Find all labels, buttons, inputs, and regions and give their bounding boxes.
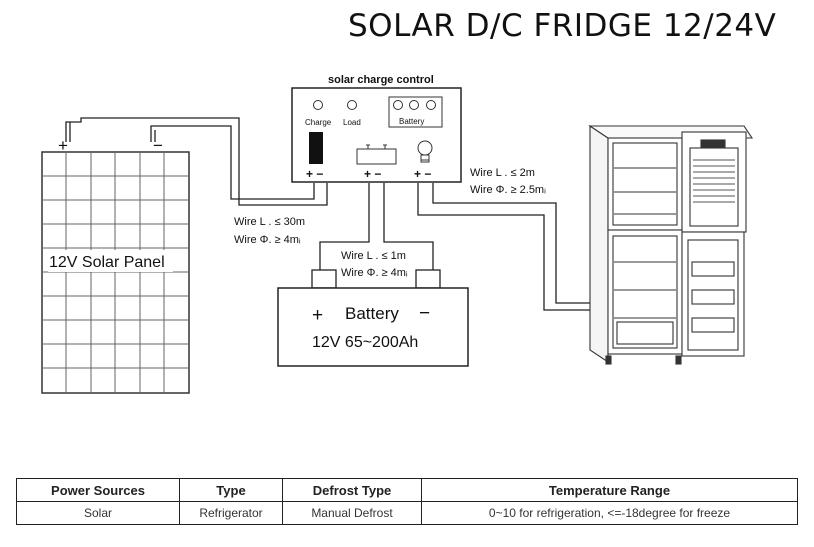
battery-unit: + Battery − 12V 65~200Ah — [277, 269, 469, 367]
battery-spec: 12V 65~200Ah — [312, 334, 418, 351]
battery-led-1-icon — [393, 100, 403, 110]
terminal-load: + − — [414, 167, 431, 181]
page-title: SOLAR D/C FRIDGE 12/24V — [348, 8, 777, 44]
light-bulb-icon — [417, 140, 433, 163]
header-defrost-type: Defrost Type — [282, 478, 422, 502]
fridge-wire-length: Wire L . ≤ 2m — [470, 167, 535, 179]
battery-wires — [319, 183, 434, 270]
cell-type: Refrigerator — [179, 501, 283, 525]
battery-led-label: Battery — [399, 117, 424, 126]
charge-label: Charge — [305, 118, 332, 127]
battery-label: Battery — [345, 304, 399, 323]
fridge-illustration — [588, 124, 754, 365]
battery-output-icon — [356, 144, 397, 165]
header-power-sources: Power Sources — [16, 478, 180, 502]
panel-wire-length: Wire L . ≤ 30m — [234, 216, 305, 228]
cell-power-source: Solar — [16, 501, 180, 525]
battery-minus-mark: − — [419, 303, 430, 324]
battery-wire-diameter: Wire Φ. ≥ 4mᵢ — [341, 267, 408, 279]
battery-led-3-icon — [426, 100, 436, 110]
spec-table: Power Sources Type Defrost Type Temperat… — [16, 478, 798, 525]
load-led-icon — [347, 100, 357, 110]
solar-panel: 12V Solar Panel + − — [41, 136, 190, 394]
header-temperature-range: Temperature Range — [421, 478, 798, 502]
cell-defrost-type: Manual Defrost — [282, 501, 422, 525]
panel-plus-mark: + — [58, 136, 68, 155]
table-row: Solar Refrigerator Manual Defrost 0~10 f… — [16, 501, 798, 525]
charge-led-icon — [313, 100, 323, 110]
table-header-row: Power Sources Type Defrost Type Temperat… — [16, 478, 798, 502]
panel-wires — [65, 117, 328, 206]
terminal-battery: + − — [364, 167, 381, 181]
header-type: Type — [179, 478, 283, 502]
terminal-panel: + − — [306, 167, 323, 181]
fridge-wires — [417, 183, 600, 311]
solar-panel-label: 12V Solar Panel — [49, 254, 165, 271]
charge-controller: solar charge control Charge Load Battery… — [291, 74, 462, 183]
fridge-wire-diameter: Wire Φ. ≥ 2.5mᵢ — [470, 184, 546, 196]
controller-title: solar charge control — [328, 74, 434, 86]
load-label: Load — [343, 118, 361, 127]
cell-temperature-range: 0~10 for refrigeration, <=-18degree for … — [421, 501, 798, 525]
battery-wire-length: Wire L . ≤ 1m — [341, 250, 406, 262]
panel-input-icon — [309, 132, 323, 164]
wiring-diagram: 12V Solar Panel + − solar charge control… — [41, 74, 754, 394]
panel-minus-mark: − — [153, 136, 163, 155]
panel-wire-diameter: Wire Φ. ≥ 4mᵢ — [234, 234, 301, 246]
battery-plus-mark: + — [312, 305, 323, 326]
battery-led-2-icon — [409, 100, 419, 110]
